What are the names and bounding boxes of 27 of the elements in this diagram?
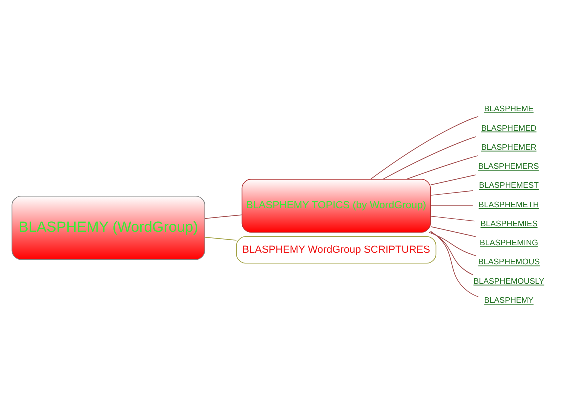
node-box: BLASPHEMY WordGroup SCRIPTURES: [236, 236, 437, 264]
connector: [382, 136, 477, 180]
connector: [430, 226, 476, 237]
connector: [205, 236, 238, 240]
connector: [428, 232, 477, 256]
node-text: BLASPHEMY: [484, 296, 534, 305]
connector: [406, 155, 479, 180]
node-text: BLASPHEMOUSLY: [474, 276, 545, 286]
connector: [430, 231, 474, 276]
node-text: BLASPHEMERS: [478, 162, 540, 171]
connector: [430, 190, 474, 196]
node-text: BLASPHEMIES: [480, 218, 538, 228]
node-box: BLASPHEMY TOPICS (by WordGroup): [242, 178, 432, 232]
connector: [430, 174, 476, 185]
connector: [205, 214, 242, 219]
connector: [430, 230, 479, 297]
node-text: BLASPHEMEST: [479, 180, 539, 190]
connector: [430, 216, 476, 222]
node-text: BLASPHEMETH: [478, 200, 540, 209]
node-text: BLASPHEMER: [481, 142, 537, 152]
node-box: BLASPHEMY (WordGroup): [12, 196, 206, 260]
connector: [430, 205, 474, 206]
node-text: BLASPHEMOUS: [478, 257, 540, 266]
connector: [370, 116, 479, 180]
node-text: BLASPHEME: [484, 104, 534, 114]
node-text: BLASPHEMED: [481, 123, 537, 132]
node-text: BLASPHEMING: [480, 238, 538, 248]
